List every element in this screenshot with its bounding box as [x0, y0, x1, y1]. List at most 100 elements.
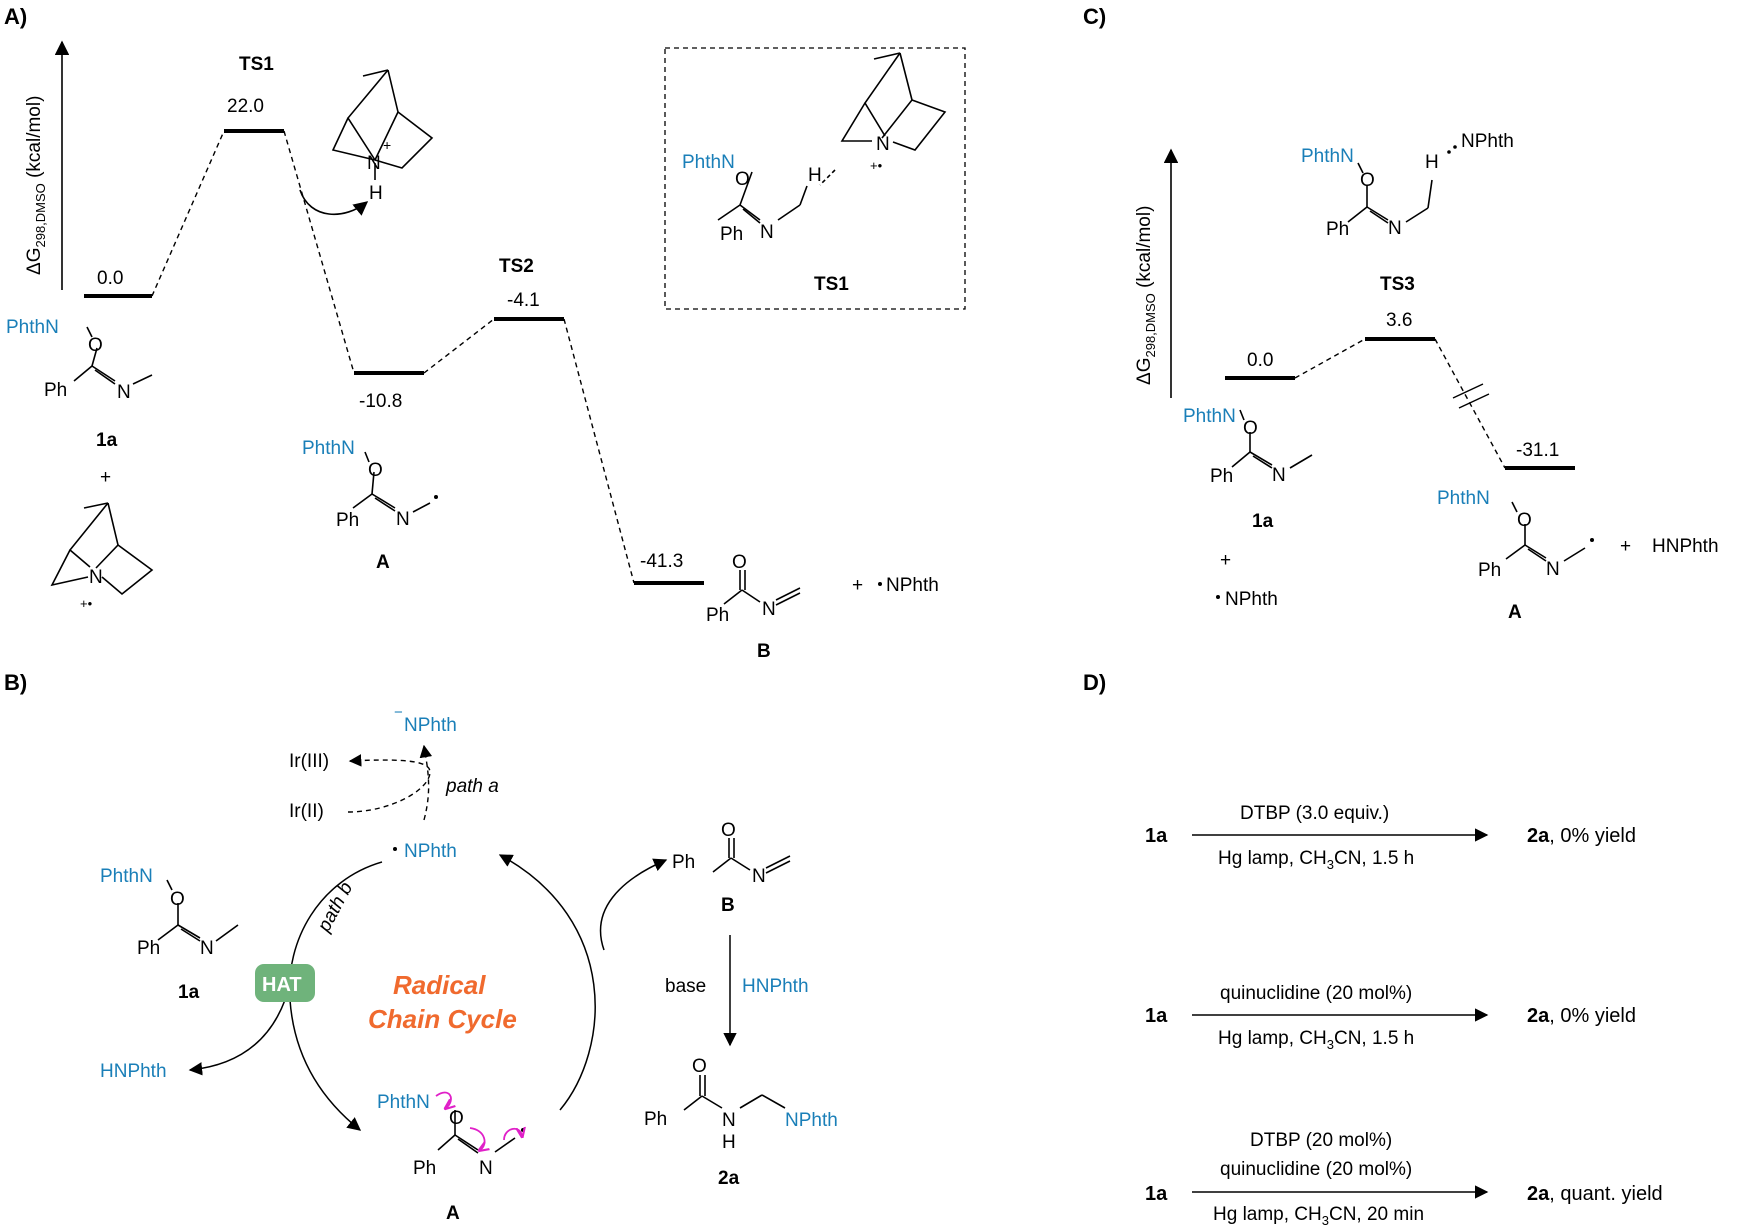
c-a-n: N [1546, 559, 1560, 580]
ts1-inset-structure [717, 52, 947, 224]
quinuclidine-radical-cation-structure [50, 502, 154, 596]
r2-product: 2a, 0% yield [1527, 1005, 1636, 1027]
path-b: path b [313, 879, 357, 936]
b-1a-phthn: PhthN [100, 866, 153, 887]
inset-nplus: N [876, 134, 890, 155]
r1-substrate: 1a [1145, 825, 1168, 847]
ts3-label: TS3 [1380, 274, 1415, 295]
structure-a-c [1505, 501, 1586, 562]
structure-a [352, 451, 431, 513]
1a-o: O [88, 335, 103, 356]
ir2: Ir(II) [289, 801, 324, 822]
structure-b [723, 570, 801, 606]
a-phthn: PhthN [302, 438, 355, 459]
1a-phthn: PhthN [6, 317, 59, 338]
inset-h: H [808, 165, 822, 186]
c-a-ph: Ph [1478, 560, 1501, 581]
ts3-structure [1347, 162, 1433, 224]
a-ph: Ph [336, 510, 359, 531]
b-a-n: N [479, 1158, 493, 1179]
ts3-n: N [1388, 218, 1402, 239]
b-label-1a: 1a [178, 982, 200, 1003]
b-n: N [762, 599, 776, 620]
r3-product: 2a, quant. yield [1527, 1183, 1663, 1205]
structure-b-b [712, 838, 791, 874]
a-radical-dot [434, 495, 438, 499]
bb-ph: Ph [672, 852, 695, 873]
panel-b-letter: B) [4, 670, 27, 695]
r2-above: quinuclidine (20 mol%) [1220, 983, 1412, 1004]
c-label-a: A [1508, 602, 1522, 623]
anion-sign: − [394, 704, 403, 721]
c-1a-phthn: PhthN [1183, 406, 1236, 427]
c-a-phthn: PhthN [1437, 488, 1490, 509]
ir3: Ir(III) [289, 751, 329, 772]
ts1-inset-box [664, 47, 966, 310]
a-b-radical-dot [521, 1128, 525, 1132]
cycle-title-2: Chain Cycle [368, 1004, 517, 1034]
label-1a: 1a [96, 430, 118, 451]
c-1a-n: N [1272, 465, 1286, 486]
inset-ph: Ph [720, 224, 743, 245]
ts3-o: O [1360, 170, 1375, 191]
level-connectors [151, 130, 635, 584]
quinuclidinium-plus: + [383, 137, 391, 153]
r1-below: Hg lamp, CH3CN, 1.5 h [1218, 848, 1414, 872]
c-radical-nphth: NPhth [1225, 589, 1278, 610]
c-plus-2: + [1620, 536, 1631, 557]
panel-c-letter: C) [1083, 4, 1106, 29]
energy-b: -41.3 [640, 551, 683, 572]
b-1a-o: O [170, 889, 185, 910]
panel-c-axis-label: ΔG298,DMSO (kcal/mol) [1134, 206, 1158, 385]
ts3-ph: Ph [1326, 219, 1349, 240]
ts2-label: TS2 [499, 256, 534, 277]
inset-label: TS1 [814, 274, 849, 295]
r3-substrate: 1a [1145, 1183, 1168, 1205]
b-label-a: A [446, 1203, 460, 1224]
b-label-2a: 2a [718, 1168, 740, 1189]
b-o: O [732, 552, 747, 573]
plus-1a: + [100, 467, 111, 488]
c-a-o: O [1517, 510, 1532, 531]
2a-o: O [692, 1056, 707, 1077]
c-plus-1: + [1220, 550, 1231, 571]
b-label-b: B [721, 895, 735, 916]
hat-label: HAT [262, 974, 302, 996]
2a-nphth: NPhth [785, 1110, 838, 1131]
structure-1a-b [157, 879, 239, 942]
energy-ts1: 22.0 [227, 96, 264, 117]
a-o: O [368, 460, 383, 481]
inset-phthn: PhthN [682, 152, 735, 173]
reaction-row-1: 1a DTBP (3.0 equiv.) Hg lamp, CH3CN, 1.5… [1145, 803, 1636, 872]
radical-cation-n: N [89, 567, 103, 588]
radical-dot-b [393, 847, 397, 851]
b-a-ph: Ph [413, 1158, 436, 1179]
r1-above: DTBP (3.0 equiv.) [1240, 803, 1389, 824]
structure-1a [73, 326, 153, 385]
a-n: N [396, 509, 410, 530]
inset-o: O [735, 169, 750, 190]
axis-break-marks [1452, 383, 1490, 409]
b-nphth: NPhth [886, 575, 939, 596]
1a-ph: Ph [44, 380, 67, 401]
ts3-phthn: PhthN [1301, 146, 1354, 167]
structure-2a [683, 1075, 786, 1111]
energy-ts2: -4.1 [507, 290, 540, 311]
quinuclidinium-h: H [369, 183, 383, 204]
inset-n: N [760, 222, 774, 243]
b-1a-ph: Ph [137, 938, 160, 959]
2a-ph: Ph [644, 1109, 667, 1130]
anion-nphth: NPhth [404, 715, 457, 736]
panel-b: B) − NPhth Ir(III) Ir(II) path a NPhth p… [4, 670, 838, 1224]
label-b: B [757, 641, 771, 662]
ts3-dot2 [1453, 145, 1457, 149]
r1-product: 2a, 0% yield [1527, 825, 1636, 847]
energy-c-a: -31.1 [1516, 440, 1559, 461]
hnphth-reagent: HNPhth [742, 976, 809, 997]
base-label: base [665, 976, 706, 997]
bb-n: N [752, 866, 766, 887]
r3-below: Hg lamp, CH3CN, 20 min [1213, 1204, 1424, 1228]
c-1a-o: O [1243, 418, 1258, 439]
2a-n: N [722, 1110, 736, 1131]
